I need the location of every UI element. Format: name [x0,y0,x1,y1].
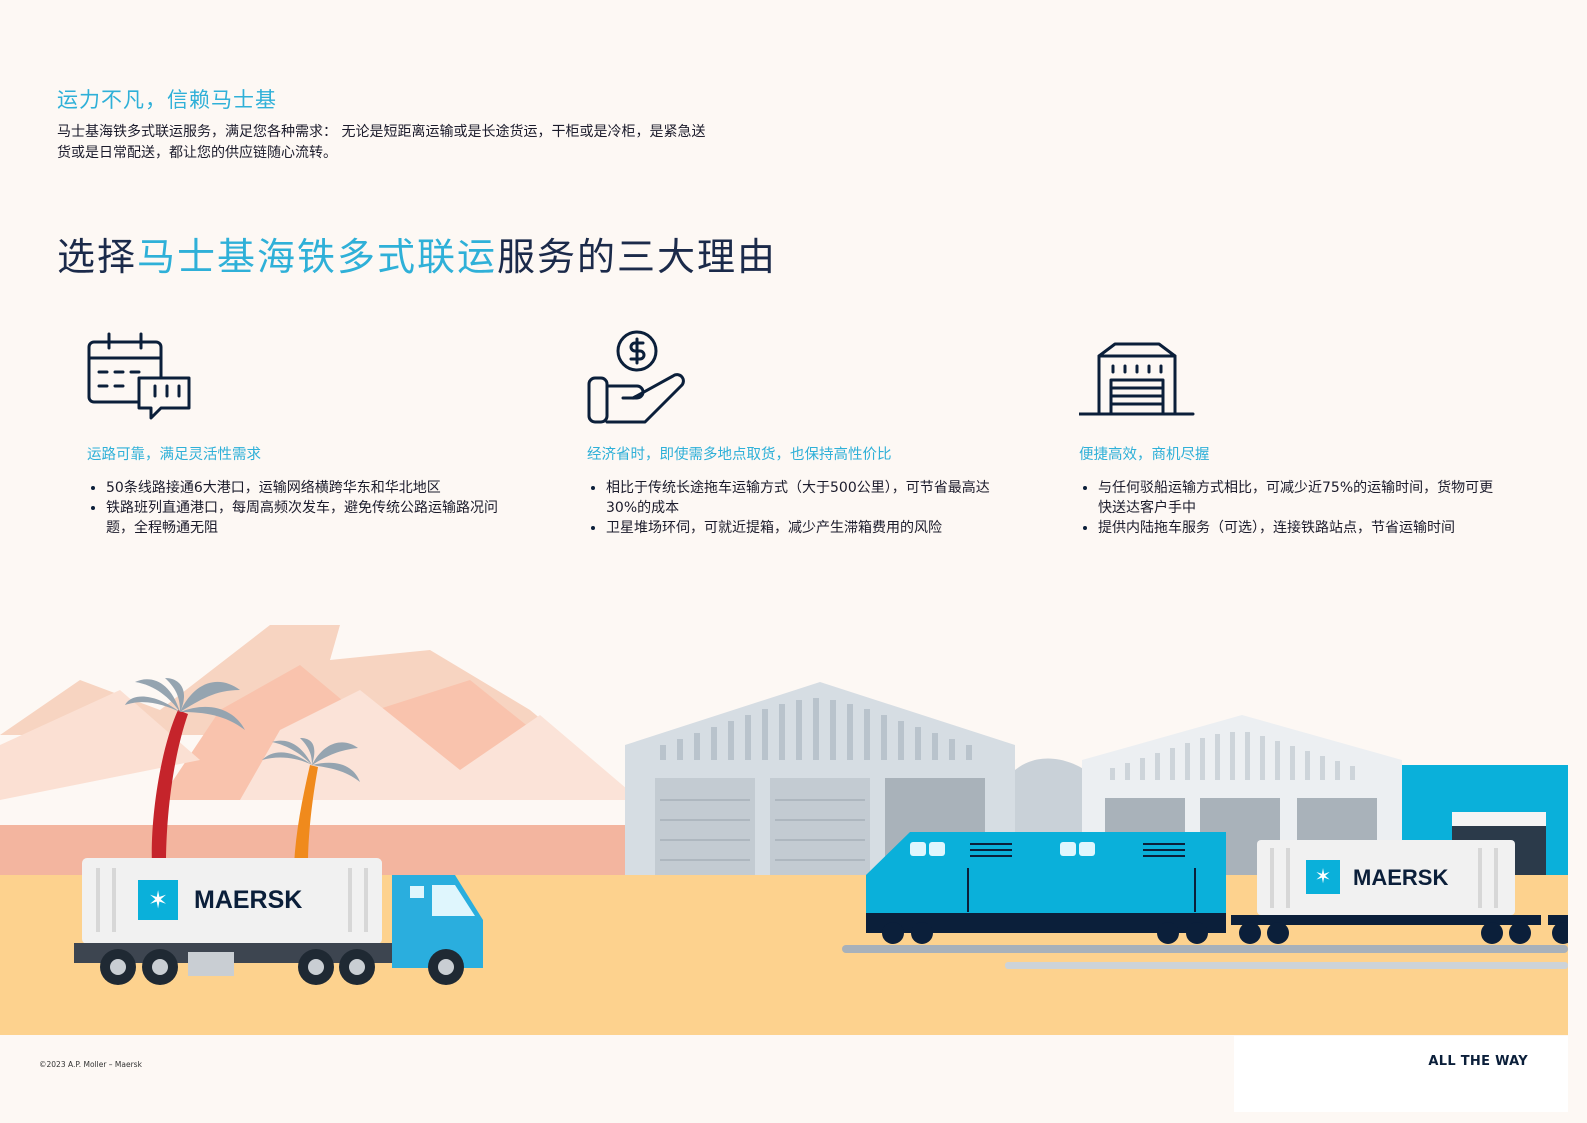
main-heading: 选择马士基海铁多式联运服务的三大理由 [57,226,777,281]
svg-text:✶: ✶ [1315,864,1332,888]
copyright: ©2023 A.P. Moller – Maersk [39,1060,142,1069]
bullet-item: 铁路班列直通港口，每周高频次发车，避免传统公路运输路况问题，全程畅通无阻 [106,498,507,538]
reason-bullets: 相比于传统长途拖车运输方式（大于500公里），可节省最高达30%的成本 卫星堆场… [587,478,1007,538]
rail-track [1005,962,1568,969]
warehouse-icon [1077,342,1195,416]
bullet-item: 卫星堆场环伺，可就近提箱，减少产生滞箱费用的风险 [606,518,1007,538]
reason-bullets: 50条线路接通6大港口，运输网络横跨华东和华北地区 铁路班列直通港口，每周高频次… [87,478,507,538]
calendar-chat-icon [87,332,191,420]
train-container-car: ✶ MAERSK [1231,840,1568,944]
intro-text: 马士基海铁多式联运服务，满足您各种需求： 无论是短距离运输或是长途货运，干柜或是… [57,124,706,161]
reason-bullets: 与任何驳船运输方式相比，可减少近75%的运输时间，货物可更快送达客户手中 提供内… [1079,478,1499,538]
reason-economical: 经济省时，即使需多地点取货，也保持高性价比 相比于传统长途拖车运输方式（大于50… [587,330,1007,538]
reason-title: 运路可靠，满足灵活性需求 [87,447,261,463]
palm-tree-icon [125,678,245,865]
hand-dollar-icon [587,330,685,424]
svg-text:✶: ✶ [148,886,168,914]
bullet-item: 提供内陆拖车服务（可选），连接铁路站点，节省运输时间 [1098,518,1499,538]
reason-title: 经济省时，即使需多地点取货，也保持高性价比 [587,447,892,463]
main-heading-part1: 选择 [57,235,138,279]
truck-brand-text: MAERSK [194,886,302,914]
truck: ✶ MAERSK [74,858,483,985]
logistics-illustration: ✶ MAERSK ✶ MAERSK [0,625,1568,1035]
tagline: ALL THE WAY [1428,1054,1528,1069]
rail-track [842,945,1568,953]
mountains [0,625,640,880]
reason-efficient: 便捷高效，商机尽握 与任何驳船运输方式相比，可减少近75%的运输时间，货物可更快… [1077,330,1499,538]
reason-title: 便捷高效，商机尽握 [1079,447,1210,463]
train-brand-text: MAERSK [1353,865,1448,890]
bullet-item: 相比于传统长途拖车运输方式（大于500公里），可节省最高达30%的成本 [606,478,1007,518]
bullet-item: 与任何驳船运输方式相比，可减少近75%的运输时间，货物可更快送达客户手中 [1098,478,1499,518]
main-heading-part2: 服务的三大理由 [497,235,778,279]
intro-heading: 运力不凡，信赖马士基 [57,88,277,112]
palm-tree-icon [262,738,360,865]
warehouse-large [625,682,1015,875]
bullet-item: 50条线路接通6大港口，运输网络横跨华东和华北地区 [106,478,507,498]
main-heading-highlight: 马士基海铁多式联运 [137,235,498,279]
reason-reliable: 运路可靠，满足灵活性需求 50条线路接通6大港口，运输网络横跨华东和华北地区 铁… [87,330,507,538]
train-locomotive [866,832,1226,944]
footer-tagline-box: ALL THE WAY [1234,1036,1568,1112]
